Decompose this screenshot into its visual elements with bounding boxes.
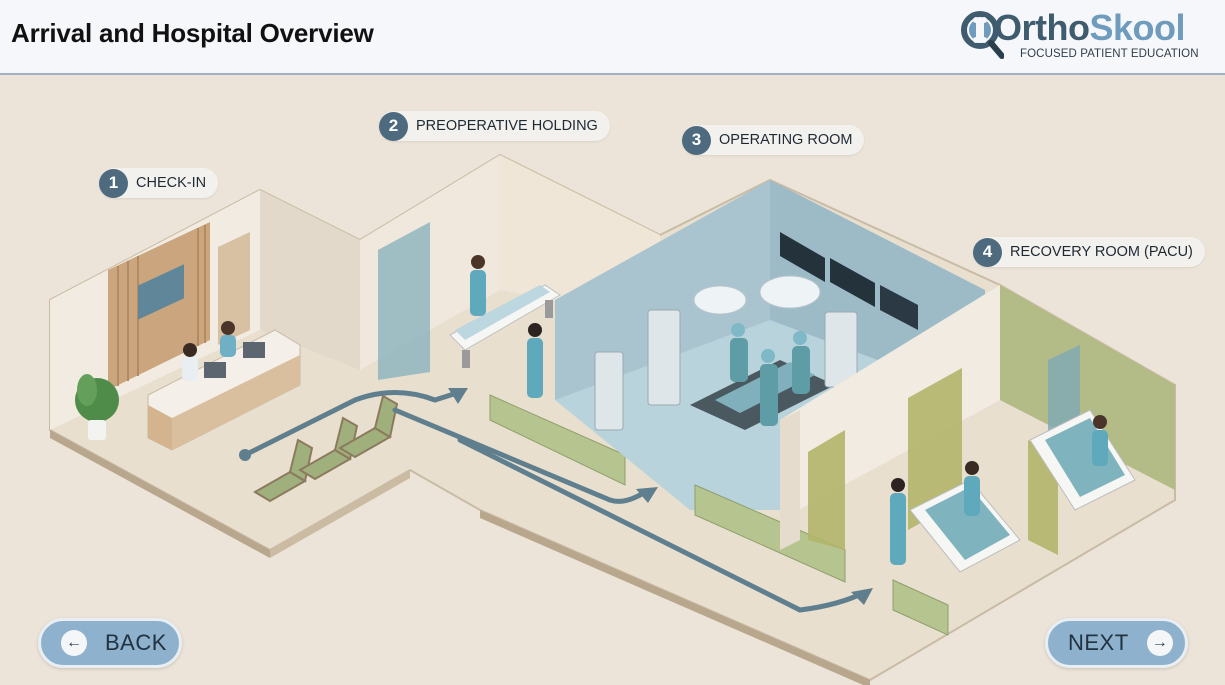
pacu-bed-2	[1029, 409, 1136, 511]
preop-staff	[470, 255, 543, 398]
step-number: 1	[99, 168, 128, 198]
or-monitors	[780, 232, 918, 330]
header-bar: Arrival and Hospital Overview OrthoSkool…	[0, 0, 1225, 75]
plant-left	[75, 374, 119, 440]
logo-tagline: FOCUSED PATIENT EDUCATION	[1020, 48, 1199, 60]
logo-word-skool: Skool	[1089, 7, 1185, 48]
or-lights	[693, 275, 821, 315]
arrow-left-icon: ←	[61, 630, 87, 656]
logo-word-ortho: Ortho	[994, 7, 1090, 48]
pacu-front-wall	[780, 410, 800, 550]
or-team	[730, 323, 810, 426]
back-button-label: BACK	[105, 630, 167, 655]
step-label: PREOPERATIVE HOLDING	[416, 118, 598, 134]
pacu-staff	[890, 415, 1108, 565]
magnifier-bone-icon	[961, 11, 1004, 59]
waiting-chairs	[253, 394, 399, 503]
step-number: 2	[379, 111, 408, 141]
step-number: 4	[973, 237, 1002, 267]
pacu-bed-1	[909, 479, 1021, 573]
orthoskool-logo: OrthoSkool FOCUSED PATIENT EDUCATION	[958, 8, 1208, 68]
staff-at-desk	[182, 321, 265, 381]
step-label: CHECK-IN	[136, 175, 207, 191]
preop-bed	[449, 284, 561, 368]
pacu-low-wall	[892, 579, 949, 636]
preop-low-wall	[489, 394, 626, 486]
step-number: 3	[682, 125, 711, 155]
floor-edge	[50, 430, 270, 558]
pacu-back-wall	[1000, 285, 1175, 490]
arrow-right-icon: →	[1146, 630, 1173, 656]
path-arrowheads	[448, 388, 873, 605]
step-operating-room: 3 OPERATING ROOM	[682, 125, 865, 155]
step-label: RECOVERY ROOM (PACU)	[1010, 244, 1193, 260]
step-preop-holding: 2 PREOPERATIVE HOLDING	[379, 111, 610, 141]
logo-wordmark: OrthoSkool	[994, 8, 1185, 48]
step-label: OPERATING ROOM	[719, 132, 853, 148]
back-button[interactable]: ← BACK	[38, 618, 182, 668]
step-recovery-room: 4 RECOVERY ROOM (PACU)	[973, 237, 1205, 267]
step-checkin: 1 CHECK-IN	[99, 168, 219, 198]
checkin-side-wall	[260, 190, 360, 370]
next-button[interactable]: NEXT →	[1045, 618, 1188, 668]
or-equipment	[594, 309, 858, 431]
page-title: Arrival and Hospital Overview	[11, 18, 374, 48]
next-button-label: NEXT	[1068, 630, 1129, 655]
